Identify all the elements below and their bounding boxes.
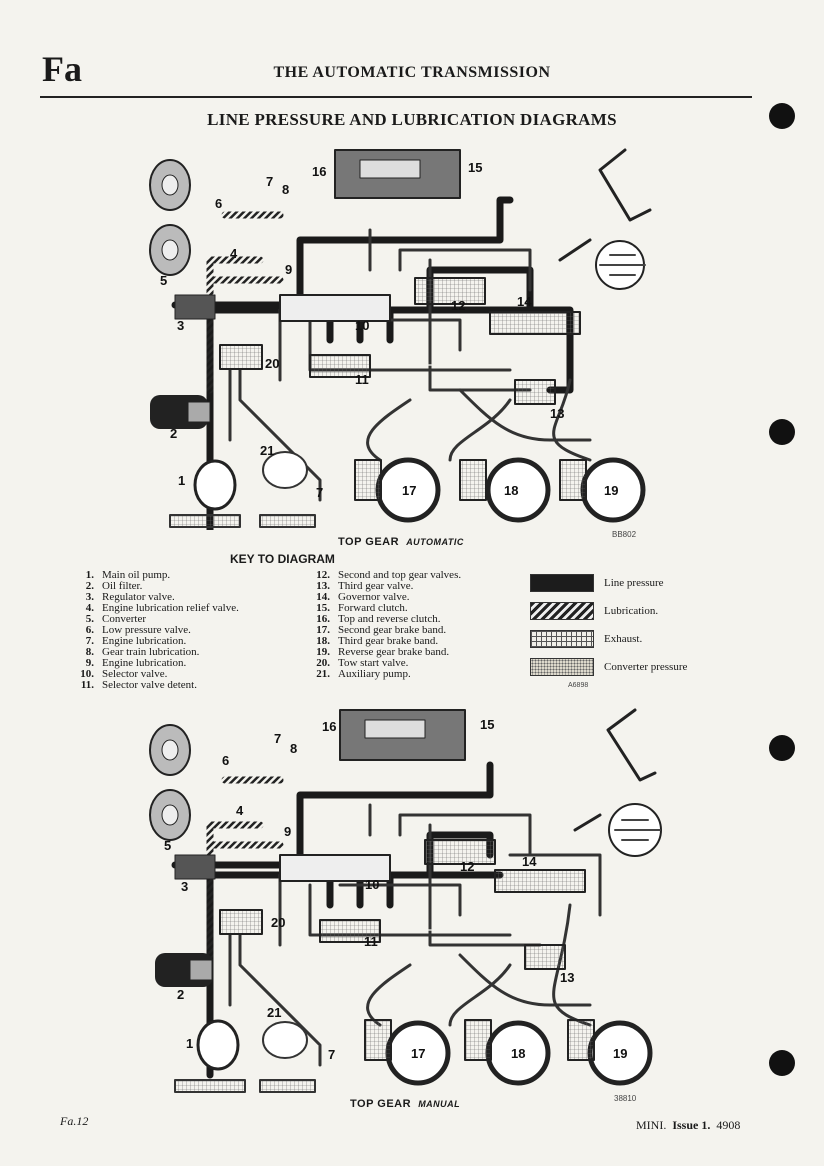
hydraulic-diagram-automatic: 1 2 3 4 5 6 7 8 9 10 11 12 13 14 15 16 1… bbox=[149, 148, 652, 530]
caption-bottom: TOP GEAR MANUAL bbox=[350, 1098, 461, 1110]
label-10: 10 bbox=[355, 318, 369, 333]
key-item: 11.Selector valve detent. bbox=[80, 679, 197, 691]
label-12: 12 bbox=[460, 859, 474, 874]
key-item: 15.Forward clutch. bbox=[316, 602, 408, 614]
key-item: 18.Third gear brake band. bbox=[316, 635, 439, 647]
key-item: 1.Main oil pump. bbox=[85, 569, 171, 581]
key-title: KEY TO DIAGRAM bbox=[230, 552, 335, 566]
key-item: 7.Engine lubrication. bbox=[85, 635, 187, 647]
label-3: 3 bbox=[181, 879, 188, 894]
label-4: 4 bbox=[230, 246, 238, 261]
label-8: 8 bbox=[290, 741, 297, 756]
label-17: 17 bbox=[411, 1046, 425, 1061]
label-11: 11 bbox=[355, 372, 369, 387]
label-5: 5 bbox=[160, 273, 167, 288]
lubrication-swatch bbox=[530, 602, 594, 620]
label-21: 21 bbox=[267, 1005, 281, 1020]
label-7: 7 bbox=[274, 731, 281, 746]
page-number: Fa.12 bbox=[60, 1114, 89, 1128]
key-item: 13.Third gear valve. bbox=[316, 580, 414, 592]
exhaust-swatch bbox=[530, 630, 594, 648]
punch-hole bbox=[769, 1050, 795, 1076]
label-16: 16 bbox=[312, 164, 326, 179]
key-item: 10.Selector valve. bbox=[80, 668, 168, 680]
key-list-right: 12.Second and top gear valves. 13.Third … bbox=[308, 570, 528, 680]
label-20: 20 bbox=[265, 356, 279, 371]
label-11: 11 bbox=[364, 934, 378, 949]
key-item: 2.Oil filter. bbox=[85, 580, 143, 592]
legend-lubrication: Lubrication. bbox=[530, 600, 730, 622]
label-15: 15 bbox=[480, 717, 494, 732]
converter bbox=[149, 724, 191, 841]
line-pressure-swatch bbox=[530, 574, 594, 592]
label-1: 1 bbox=[186, 1036, 193, 1051]
converter bbox=[149, 159, 191, 276]
diagram-code-bottom: 38810 bbox=[614, 1094, 637, 1103]
chapter-title: THE AUTOMATIC TRANSMISSION bbox=[273, 64, 551, 81]
punch-hole bbox=[769, 735, 795, 761]
hydraulic-diagram-manual: 1 2 3 4 5 6 7 8 9 10 11 12 13 14 15 16 1… bbox=[149, 708, 662, 1093]
key-item: 5.Converter bbox=[85, 613, 146, 625]
label-7b: 7 bbox=[328, 1047, 335, 1062]
section-mark: Fa bbox=[42, 49, 82, 89]
label-18: 18 bbox=[504, 483, 518, 498]
label-14: 14 bbox=[522, 854, 537, 869]
label-19: 19 bbox=[604, 483, 618, 498]
brake-bands bbox=[364, 1019, 653, 1086]
label-17: 17 bbox=[402, 483, 416, 498]
key-item: 4.Engine lubrication relief valve. bbox=[85, 602, 239, 614]
label-4: 4 bbox=[236, 803, 244, 818]
label-13: 13 bbox=[550, 406, 564, 421]
legend: Line pressure Lubrication. Exhaust. Conv… bbox=[530, 572, 730, 684]
label-20: 20 bbox=[271, 915, 285, 930]
key-item: 20.Tow start valve. bbox=[316, 657, 409, 669]
label-1: 1 bbox=[178, 473, 185, 488]
punch-hole bbox=[769, 103, 795, 129]
key-item: 14.Governor valve. bbox=[316, 591, 410, 603]
label-3: 3 bbox=[177, 318, 184, 333]
footer-issue: MINI. Issue 1. 4908 bbox=[636, 1118, 741, 1132]
key-item: 12.Second and top gear valves. bbox=[316, 569, 462, 581]
label-9: 9 bbox=[284, 824, 291, 839]
page-title: LINE PRESSURE AND LUBRICATION DIAGRAMS bbox=[207, 110, 617, 129]
key-item: 3.Regulator valve. bbox=[85, 591, 175, 603]
key-list-left: 1.Main oil pump. 2.Oil filter. 3.Regulat… bbox=[72, 570, 312, 691]
label-2: 2 bbox=[177, 987, 184, 1002]
label-15: 15 bbox=[468, 160, 482, 175]
label-9: 9 bbox=[285, 262, 292, 277]
legend-code: A6898 bbox=[568, 682, 589, 689]
legend-converter-pressure: Converter pressure bbox=[530, 656, 730, 678]
key-item: 6.Low pressure valve. bbox=[85, 624, 191, 636]
label-7: 7 bbox=[266, 174, 273, 189]
key-item: 19.Reverse gear brake band. bbox=[316, 646, 450, 658]
label-14: 14 bbox=[517, 294, 532, 309]
label-6: 6 bbox=[222, 753, 229, 768]
caption-top: TOP GEAR AUTOMATIC bbox=[338, 536, 464, 548]
brake-bands bbox=[354, 457, 646, 523]
diagram-code-top: BB802 bbox=[612, 530, 637, 539]
label-18: 18 bbox=[511, 1046, 525, 1061]
punch-hole bbox=[769, 419, 795, 445]
label-7b: 7 bbox=[316, 485, 323, 500]
label-2: 2 bbox=[170, 426, 177, 441]
legend-line-pressure: Line pressure bbox=[530, 572, 730, 594]
label-16: 16 bbox=[322, 719, 336, 734]
key-item: 9.Engine lubrication. bbox=[85, 657, 187, 669]
key-item: 8.Gear train lubrication. bbox=[85, 646, 200, 658]
label-6: 6 bbox=[215, 196, 222, 211]
label-19: 19 bbox=[613, 1046, 627, 1061]
label-12: 12 bbox=[451, 298, 465, 313]
key-item: 21.Auxiliary pump. bbox=[316, 668, 411, 680]
label-13: 13 bbox=[560, 970, 574, 985]
key-item: 16.Top and reverse clutch. bbox=[316, 613, 441, 625]
key-item: 17.Second gear brake band. bbox=[316, 624, 447, 636]
header-rule bbox=[40, 96, 752, 98]
label-5: 5 bbox=[164, 838, 171, 853]
label-21: 21 bbox=[260, 443, 274, 458]
label-8: 8 bbox=[282, 182, 289, 197]
legend-exhaust: Exhaust. bbox=[530, 628, 730, 650]
converter-pressure-swatch bbox=[530, 658, 594, 676]
label-10: 10 bbox=[365, 877, 379, 892]
